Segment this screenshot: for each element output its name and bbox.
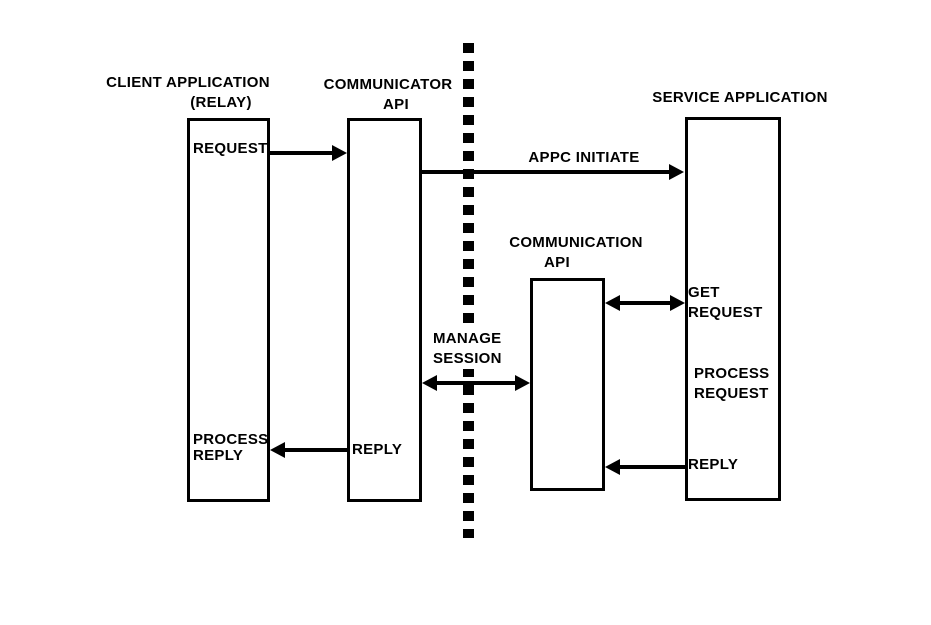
client-request-label: REQUEST <box>193 140 268 157</box>
communicator-reply-label: REPLY <box>352 441 403 458</box>
get-request-arrow <box>618 301 672 305</box>
manage-session-line2: SESSION <box>433 350 502 367</box>
client-process-reply-line1: PROCESS <box>193 431 269 448</box>
manage-session-right-arrowhead-icon <box>515 375 530 391</box>
communicator-api-box <box>347 118 422 502</box>
get-request-left-arrowhead-icon <box>605 295 620 311</box>
service-get-request-line2: REQUEST <box>688 304 763 321</box>
service-process-request-line2: REQUEST <box>694 385 769 402</box>
communication-api-title-line1: COMMUNICATION <box>509 234 643 251</box>
manage-session-line1: MANAGE <box>433 330 502 347</box>
appc-initiate-label: APPC INITIATE <box>528 149 640 166</box>
service-reply-arrow <box>618 465 685 469</box>
request-arrowhead-icon <box>332 145 347 161</box>
manage-session-left-arrowhead-icon <box>422 375 437 391</box>
manage-session-arrow <box>435 381 517 385</box>
service-process-request-line1: PROCESS <box>694 365 770 382</box>
service-application-box <box>685 117 781 501</box>
manage-session-label: MANAGE SESSION <box>433 329 504 369</box>
service-reply-label: REPLY <box>688 456 739 473</box>
client-title-line1: CLIENT APPLICATION <box>106 74 270 91</box>
client-process-reply-label: PROCESS REPLY <box>193 432 268 464</box>
client-process-reply-line2: REPLY <box>193 447 244 464</box>
service-process-request-label: PROCESS REQUEST <box>694 364 769 404</box>
request-arrow <box>270 151 334 155</box>
get-request-right-arrowhead-icon <box>670 295 685 311</box>
client-application-box <box>187 118 270 502</box>
boundary-dotted-divider <box>463 43 474 538</box>
appc-initiate-arrowhead-icon <box>669 164 684 180</box>
service-title: SERVICE APPLICATION <box>652 89 828 106</box>
process-reply-arrowhead-icon <box>270 442 285 458</box>
service-get-request-line1: GET <box>688 284 720 301</box>
service-get-request-label: GET REQUEST <box>688 283 763 323</box>
service-reply-arrowhead-icon <box>605 459 620 475</box>
communicator-title-line2: API <box>383 96 409 113</box>
communication-api-title-line2: API <box>544 254 570 271</box>
client-title-line2: (RELAY) <box>190 94 252 111</box>
communication-api-box <box>530 278 605 491</box>
process-reply-arrow <box>283 448 347 452</box>
communicator-title-line1: COMMUNICATOR <box>323 76 453 93</box>
appc-initiate-arrow <box>422 170 671 174</box>
